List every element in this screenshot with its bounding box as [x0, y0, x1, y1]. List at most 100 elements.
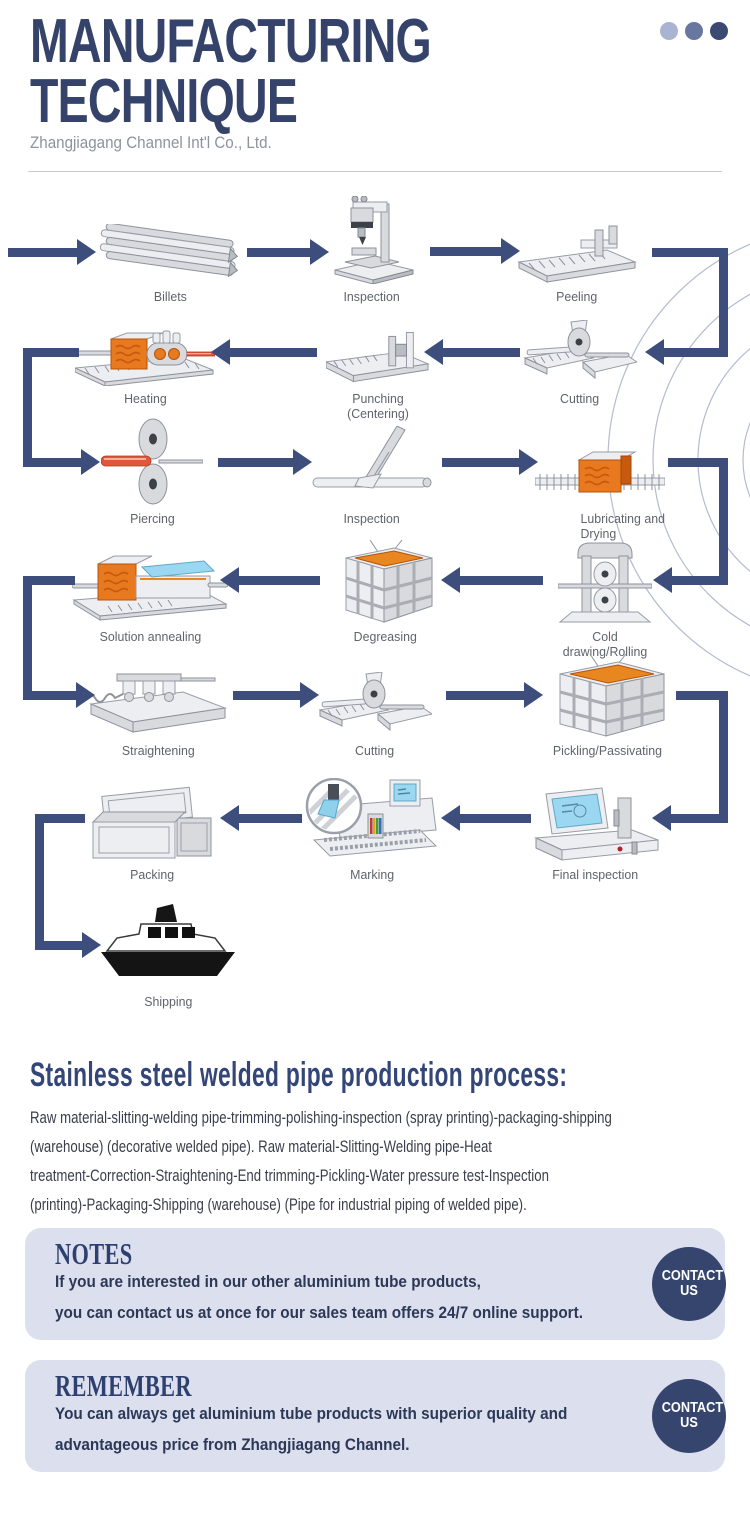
flow-arrow: [218, 449, 312, 475]
billets-icon: [95, 198, 245, 284]
flow-arrow: [220, 805, 302, 831]
flow-step-punching: Punching (Centering): [326, 316, 430, 421]
flow-arrow: [653, 567, 728, 593]
flow-connector: [23, 348, 32, 460]
peeling-machine-icon: [515, 198, 639, 284]
notes-line-2: you can contact us at once for our sales…: [55, 1303, 583, 1322]
step-label: Final inspection: [552, 867, 638, 882]
flow-step-heating: Heating: [75, 316, 215, 406]
flow-connector: [27, 576, 75, 585]
cutting-machine-icon: [518, 316, 642, 386]
step-label: Peeling: [556, 289, 598, 304]
flow-step-inspection-2: Inspection: [308, 424, 436, 526]
flow-arrow: [441, 567, 543, 593]
pickling-tank-icon: [543, 654, 671, 738]
flow-connector: [35, 814, 44, 945]
flow-arrow: [441, 805, 531, 831]
contact-us-label: CONTACT US: [661, 1400, 724, 1431]
remember-line-1: You can always get aluminium tube produc…: [55, 1404, 568, 1423]
cold-drawing-machine-icon: [553, 542, 657, 624]
flow-arrow: [211, 339, 317, 365]
flow-step-pickling: Pickling/Passivating: [543, 654, 671, 758]
dot-icon: [685, 22, 703, 40]
flow-connector: [27, 348, 79, 357]
flow-step-cold-drawing: Cold drawing/Rolling: [553, 542, 657, 659]
contact-us-button[interactable]: CONTACT US: [652, 1379, 726, 1453]
flow-step-shipping: Shipping: [92, 900, 244, 1009]
decor-dots: [660, 22, 728, 40]
step-label: Billets: [153, 289, 187, 304]
notes-box: NOTES If you are interested in our other…: [25, 1228, 726, 1340]
flow-arrow: [23, 449, 100, 475]
step-label: Solution annealing: [99, 629, 201, 644]
paragraph-line: (warehouse) (decorative welded pipe). Ra…: [30, 1138, 492, 1156]
annealing-machine-icon: [70, 544, 230, 624]
flow-connector: [719, 691, 728, 818]
step-label: Shipping: [143, 994, 193, 1009]
contact-us-button[interactable]: CONTACT US: [652, 1247, 726, 1321]
step-label: Punching (Centering): [347, 391, 409, 421]
step-label: Straightening: [121, 743, 195, 758]
flow-arrow: [8, 239, 96, 265]
step-label: Cutting: [560, 391, 600, 406]
degreasing-tank-icon: [331, 540, 439, 624]
flow-step-lubricating: Lubricating and Drying: [533, 424, 667, 541]
lubricating-machine-icon: [533, 424, 667, 506]
step-label: Pickling/Passivating: [552, 743, 662, 758]
step-label: Piercing: [129, 511, 175, 526]
flow-step-cutting-2: Cutting: [315, 656, 435, 758]
straightening-machine-icon: [81, 656, 235, 738]
step-label: Packing: [130, 867, 174, 882]
dot-icon: [660, 22, 678, 40]
punching-machine-icon: [326, 316, 430, 386]
marking-machine-icon: [300, 778, 444, 862]
flow-step-packing: Packing: [83, 780, 221, 882]
paragraph-line: Raw material-slitting-welding pipe-trimm…: [30, 1109, 612, 1127]
flow-arrow: [233, 682, 319, 708]
flow-step-inspection-1: Inspection: [320, 196, 424, 304]
company-name: Zhangjiagang Channel Int'l Co., Ltd.: [30, 134, 272, 152]
step-label: Inspection: [343, 289, 401, 304]
piercing-machine-icon: [100, 418, 204, 506]
flow-step-cutting-1: Cutting: [518, 316, 642, 406]
notes-title: NOTES: [55, 1236, 133, 1271]
flow-connector: [676, 691, 728, 700]
step-label: Heating: [123, 391, 167, 406]
flow-step-billets: Billets: [95, 198, 245, 304]
header-divider: [28, 171, 722, 172]
flow-arrow: [424, 339, 520, 365]
heating-machine-icon: [75, 316, 215, 386]
flow-arrow: [23, 682, 95, 708]
flow-connector: [23, 576, 32, 695]
paragraph-line: treatment-Correction-Straightening-End t…: [30, 1167, 549, 1185]
flow-step-annealing: Solution annealing: [70, 544, 230, 644]
flow-connector: [652, 248, 728, 257]
step-label: Degreasing: [353, 629, 417, 644]
notes-line-1: If you are interested in our other alumi…: [55, 1272, 481, 1291]
inspection-machine-icon: [320, 196, 424, 284]
contact-us-label: CONTACT US: [661, 1268, 724, 1299]
cutting-machine-icon: [315, 656, 435, 738]
ship-icon: [92, 900, 244, 978]
flow-arrow: [645, 339, 728, 365]
final-inspection-machine-icon: [526, 780, 664, 862]
dot-icon: [710, 22, 728, 40]
flow-connector: [719, 458, 728, 580]
inspection-lever-icon: [308, 424, 436, 506]
flow-step-degreasing: Degreasing: [331, 540, 439, 644]
process-paragraph: Raw material-slitting-welding pipe-trimm…: [30, 1104, 750, 1220]
flow-arrow: [430, 238, 520, 264]
flow-arrow: [442, 449, 538, 475]
section-heading: Stainless steel welded pipe production p…: [30, 1056, 568, 1094]
paragraph-line: (printing)-Packaging-Shipping (warehouse…: [30, 1196, 527, 1214]
flow-step-piercing: Piercing: [100, 418, 204, 526]
flow-step-marking: Marking: [300, 778, 444, 882]
step-label: Lubricating and Drying: [580, 511, 665, 541]
flow-step-straightening: Straightening: [81, 656, 235, 758]
flow-step-final-inspection: Final inspection: [526, 780, 664, 882]
step-label: Cutting: [355, 743, 395, 758]
flow-arrow: [220, 567, 320, 593]
page-title-line2: TECHNIQUE: [30, 67, 298, 136]
page-title-line1: MANUFACTURING: [30, 7, 432, 76]
